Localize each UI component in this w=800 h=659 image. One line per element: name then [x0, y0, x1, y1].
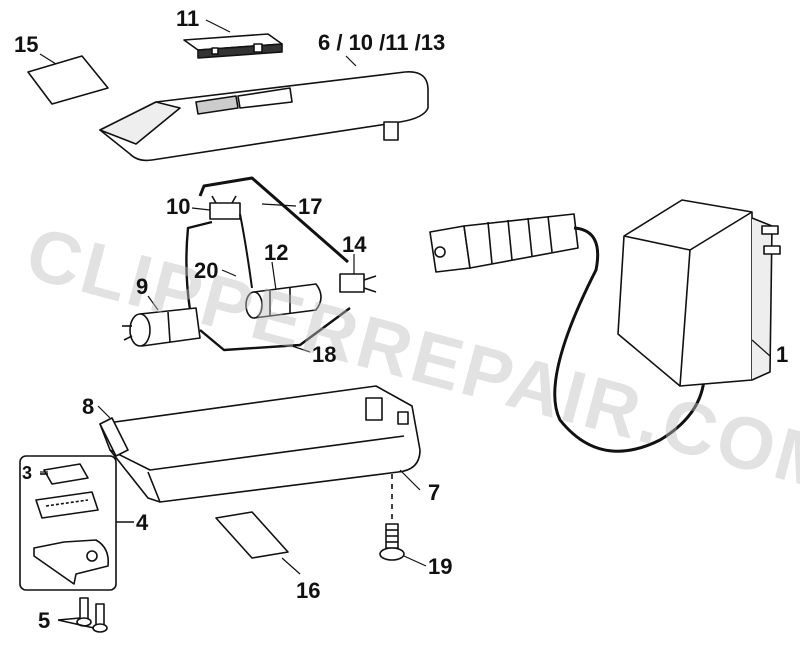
- charger-cord: [553, 226, 706, 453]
- plug-connector: [429, 213, 579, 273]
- callout-20: 20: [194, 258, 219, 283]
- upper-housing-6: [99, 71, 429, 162]
- switch-10: [209, 195, 241, 220]
- charger-adapter-1: [617, 199, 781, 387]
- callout-9: 9: [136, 274, 149, 299]
- callout-6-10-11-13: 6 / 10 /11 /13: [318, 30, 446, 55]
- wire-18: [199, 307, 351, 352]
- callout-18: 18: [312, 342, 337, 367]
- callout-7: 7: [428, 480, 441, 505]
- cutter-blade: [35, 491, 99, 519]
- callout-12: 12: [264, 240, 289, 265]
- callout-4: 4: [136, 510, 149, 535]
- callout-17: 17: [298, 194, 323, 219]
- insert-8: [99, 417, 129, 457]
- switch-cover-11: [183, 33, 283, 59]
- motor-9: [122, 307, 201, 347]
- battery-12: [245, 283, 322, 319]
- blade-set-box-4: [19, 455, 117, 591]
- blade-guide-3: [40, 463, 89, 485]
- label-sticker-16: [215, 511, 289, 559]
- stationary-blade: [33, 539, 110, 585]
- wiring-harness: [185, 176, 351, 352]
- callout-8: 8: [82, 394, 95, 419]
- callout-1: 1: [776, 342, 789, 367]
- leader-lines: [39, 19, 771, 575]
- callout-19: 19: [428, 554, 453, 579]
- terminal-14: [339, 273, 377, 293]
- callout-16: 16: [296, 578, 321, 603]
- callout-11: 11: [176, 6, 200, 31]
- callout-3: 3: [22, 463, 33, 483]
- label-sticker-15: [27, 55, 109, 105]
- lower-housing-7: [99, 385, 421, 503]
- callout-15: 15: [14, 32, 39, 57]
- callout-14: 14: [342, 232, 367, 257]
- screw-19: [379, 523, 405, 561]
- callout-10: 10: [166, 194, 191, 219]
- callout-5: 5: [38, 608, 51, 633]
- screws-5: [57, 597, 108, 633]
- wire-17: [198, 176, 349, 264]
- wire-20: [185, 220, 213, 311]
